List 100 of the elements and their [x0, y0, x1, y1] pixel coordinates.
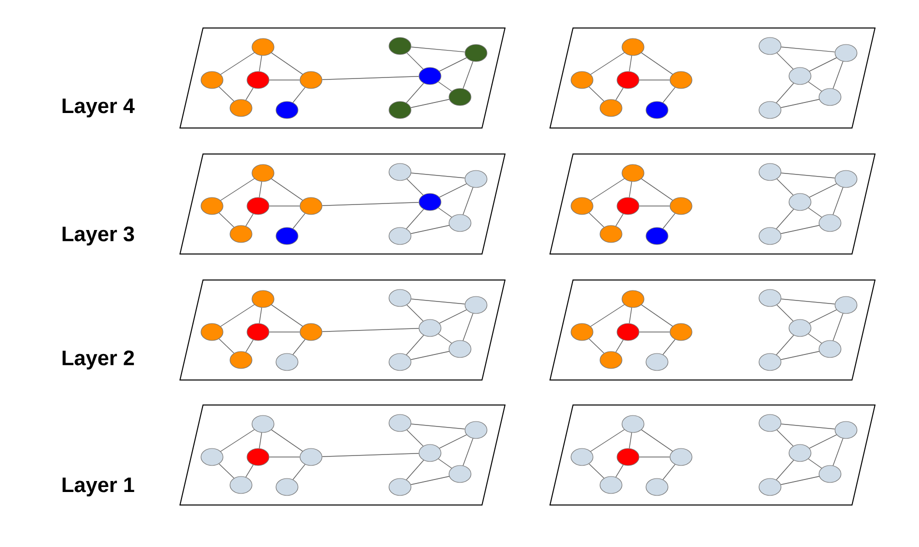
edge-line: [615, 214, 624, 226]
graph-node: [834, 296, 858, 314]
edge-line: [780, 225, 820, 234]
edge-line: [832, 313, 844, 341]
edge-line: [615, 340, 624, 352]
graph-node: [230, 99, 252, 117]
edge-line: [439, 57, 467, 72]
edge-line: [628, 181, 632, 198]
edge-line: [832, 438, 844, 466]
edge-line: [776, 334, 794, 356]
graph-node: [616, 71, 640, 89]
edge-line: [590, 52, 625, 75]
edge-line: [218, 464, 234, 478]
graph-node: [670, 448, 692, 466]
edge-line: [776, 304, 794, 322]
edge-line: [406, 178, 424, 196]
graph-node: [600, 476, 622, 494]
edge-line: [780, 298, 836, 304]
graph-node: [834, 170, 858, 188]
graph-node: [600, 351, 622, 369]
edge-line: [641, 52, 673, 75]
edge-line: [780, 476, 820, 485]
edge-line: [410, 424, 466, 430]
edge-line: [406, 208, 424, 230]
graph-node: [418, 193, 442, 211]
edge-line: [258, 55, 262, 72]
graph-node: [388, 37, 412, 55]
graph-node: [246, 197, 270, 215]
graph-node: [200, 197, 224, 215]
edge-line: [410, 351, 450, 360]
graph-node: [758, 478, 782, 496]
graph-node: [300, 448, 322, 466]
edge-line: [832, 61, 844, 89]
graph-node: [646, 478, 668, 496]
graph-node: [276, 478, 298, 496]
edge-line: [258, 432, 262, 449]
edge-line: [271, 429, 303, 452]
graph-node: [464, 44, 488, 62]
graph-node: [788, 319, 812, 337]
edge-line: [258, 181, 262, 198]
edge-line: [588, 86, 604, 102]
edge-line: [808, 458, 822, 468]
edge-line: [462, 438, 474, 466]
edge-line: [462, 187, 474, 215]
graph-node: [670, 323, 692, 341]
graph-node: [464, 296, 488, 314]
edge-line: [628, 55, 632, 72]
edge-line: [406, 334, 424, 356]
edge-line: [809, 309, 837, 324]
edge-line: [615, 88, 624, 100]
edge-line: [780, 351, 820, 360]
graph-node: [570, 71, 594, 89]
graph-node: [818, 465, 842, 483]
edge-line: [218, 86, 234, 102]
edge-line: [809, 57, 837, 72]
edge-line: [322, 76, 420, 80]
edge-line: [292, 87, 306, 103]
edge-line: [776, 178, 794, 196]
graph-node: [758, 353, 782, 371]
edge-line: [641, 304, 673, 327]
graph-node: [388, 289, 412, 307]
graph-node: [616, 197, 640, 215]
edge-line: [220, 178, 255, 201]
graph-node: [670, 197, 692, 215]
graph-node: [230, 476, 252, 494]
edge-line: [271, 304, 303, 327]
graph-node: [622, 164, 644, 182]
edge-line: [641, 178, 673, 201]
edge-line: [410, 225, 450, 234]
edge-line: [808, 208, 822, 218]
graph-node: [464, 170, 488, 188]
edge-line: [292, 464, 306, 480]
edge-line: [662, 87, 676, 103]
graph-node: [252, 415, 274, 433]
graph-node: [252, 164, 274, 182]
graph-node: [448, 340, 472, 358]
graph-node: [246, 323, 270, 341]
edge-line: [439, 309, 467, 324]
edge-line: [462, 313, 474, 341]
graph-node: [300, 71, 322, 89]
edge-line: [662, 464, 676, 480]
graph-node: [600, 225, 622, 243]
graph-node: [600, 99, 622, 117]
graph-node: [246, 71, 270, 89]
edge-line: [218, 338, 234, 354]
graph-node: [464, 421, 488, 439]
edge-line: [808, 82, 822, 92]
edge-line: [406, 52, 424, 70]
edge-line: [438, 82, 452, 92]
edge-line: [410, 476, 450, 485]
edge-line: [220, 429, 255, 452]
graph-node: [300, 323, 322, 341]
edge-line: [808, 334, 822, 344]
edge-line: [776, 52, 794, 70]
graph-node: [200, 448, 224, 466]
edge-line: [220, 304, 255, 327]
graph-node: [200, 71, 224, 89]
edge-line: [780, 424, 836, 430]
edge-line: [271, 178, 303, 201]
graph-node: [622, 38, 644, 56]
